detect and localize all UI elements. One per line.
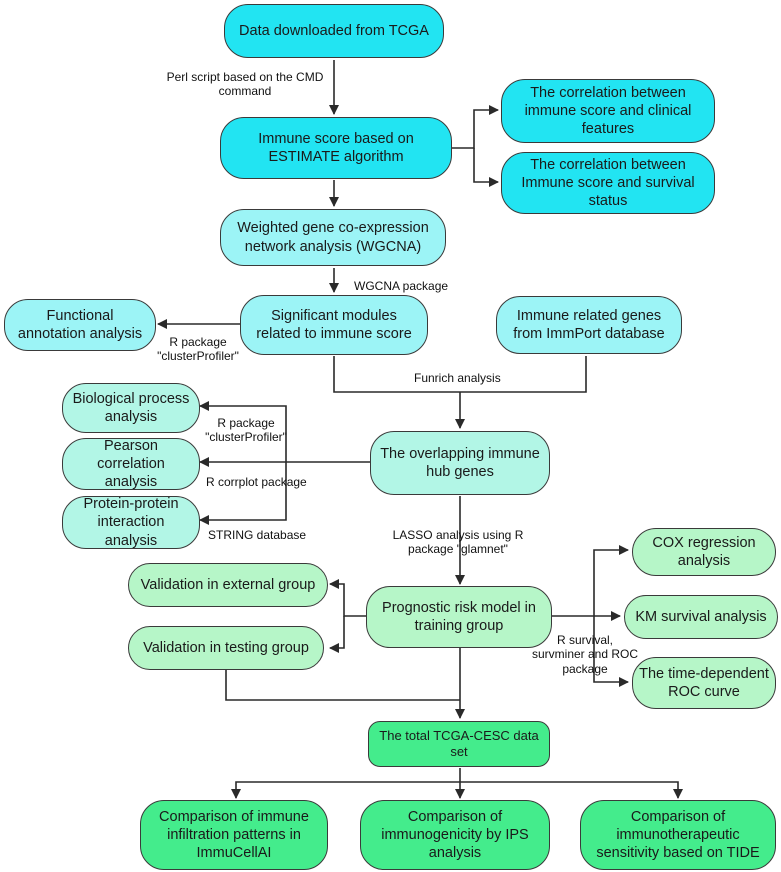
label-perl: Perl script based on the CMD command xyxy=(166,70,324,99)
label-r-clusterprofiler-2: R package "clusterProfiler" xyxy=(205,416,287,445)
arrow-immune-score-to-correlations xyxy=(452,105,499,149)
node-total-cesc: The total TCGA-CESC data set xyxy=(368,721,550,767)
label-r-clusterprofiler-1: R package "clusterProfiler" xyxy=(157,335,239,364)
node-sig-modules: Significant modules related to immune sc… xyxy=(240,295,428,355)
node-cmp-immune: Comparison of immune infiltration patter… xyxy=(140,800,328,870)
label-string: STRING database xyxy=(208,528,307,542)
arrow-prognostic-to-external xyxy=(329,579,366,617)
node-cox: COX regression analysis xyxy=(632,528,776,576)
node-wgcna: Weighted gene co-expression network anal… xyxy=(220,209,446,266)
node-cmp-ips: Comparison of immunogenicity by IPS anal… xyxy=(360,800,550,870)
arrow-immune-score-to-survival xyxy=(473,148,499,187)
node-val-testing: Validation in testing group xyxy=(128,626,324,670)
node-tcga: Data downloaded from TCGA xyxy=(224,4,444,58)
node-cmp-tide: Comparison of immunotherapeutic sensitiv… xyxy=(580,800,776,870)
node-km: KM survival analysis xyxy=(624,595,778,639)
node-hub-genes: The overlapping immune hub genes xyxy=(370,431,550,495)
label-lasso: LASSO analysis using R package "glamnet" xyxy=(392,528,524,557)
arrow-bracket-to-bio xyxy=(199,401,287,462)
node-bio-process: Biological process analysis xyxy=(62,383,200,433)
line-testing-down xyxy=(225,668,460,701)
node-val-external: Validation in external group xyxy=(128,563,328,607)
node-immport: Immune related genes from ImmPort databa… xyxy=(496,296,682,354)
node-corr-survival: The correlation between Immune score and… xyxy=(501,152,715,214)
node-immune-score: Immune score based on ESTIMATE algorithm xyxy=(220,117,452,179)
label-wgcna-package: WGCNA package xyxy=(354,279,449,293)
node-functional: Functional annotation analysis xyxy=(4,299,156,351)
arrow-bracket-to-roc xyxy=(593,616,629,687)
arrow-bracket-to-ppi xyxy=(199,462,287,525)
arrow-to-cmp-tide xyxy=(460,781,683,799)
node-roc: The time-dependent ROC curve xyxy=(632,657,776,709)
node-prognostic: Prognostic risk model in training group xyxy=(366,586,552,648)
node-pearson: Pearson correlation analysis xyxy=(62,438,200,490)
arrow-prognostic-to-testing xyxy=(329,616,345,653)
arrow-to-cmp-immune xyxy=(231,781,460,799)
node-corr-clinical: The correlation between immune score and… xyxy=(501,79,715,143)
arrow-bracket-to-cox xyxy=(593,545,629,616)
label-corrplot: R corrplot package xyxy=(206,475,307,489)
label-r-survival: R survival, survminer and ROC package xyxy=(531,633,639,676)
node-ppi: Protein-protein interaction analysis xyxy=(62,496,200,549)
label-funrich: Funrich analysis xyxy=(414,371,501,385)
